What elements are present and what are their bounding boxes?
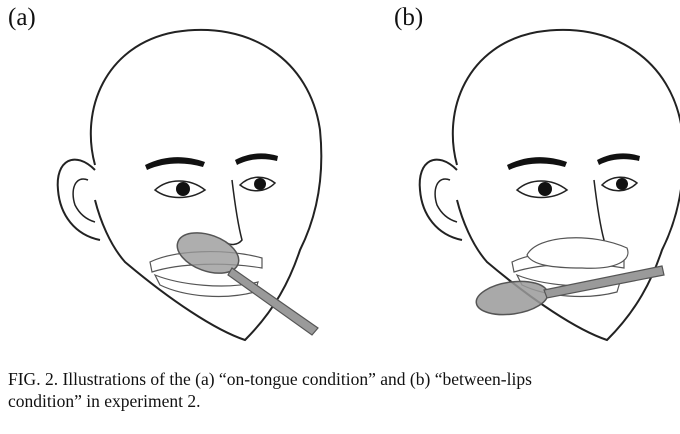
caption-line-1: FIG. 2. Illustrations of the (a) “on-ton…: [8, 369, 532, 389]
figure-caption: FIG. 2. Illustrations of the (a) “on-ton…: [8, 368, 678, 412]
figure-illustration: [56, 28, 680, 342]
panel-b-label: (b): [394, 4, 424, 31]
panel-a-label: (a): [8, 4, 36, 31]
panel-b-head: [418, 28, 680, 342]
panel-b-spoon: [475, 265, 665, 316]
panel-a-head: [56, 28, 323, 342]
caption-line-2: condition” in experiment 2.: [8, 391, 201, 411]
panel-a-spoon: [176, 232, 319, 336]
